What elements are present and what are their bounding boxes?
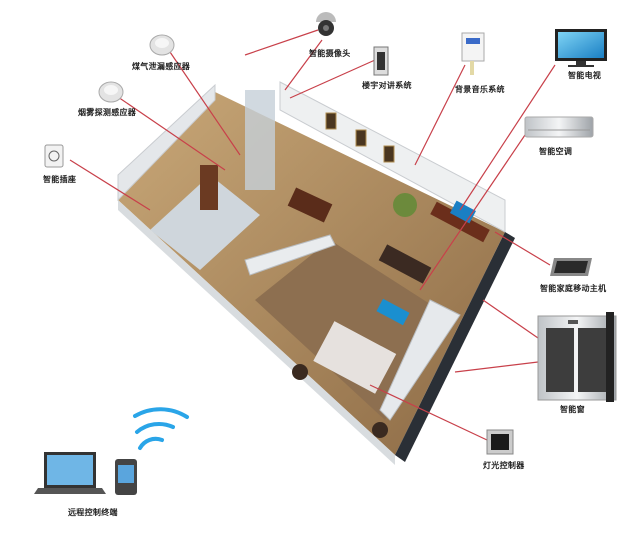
picture-1	[325, 112, 337, 130]
camera-icon	[316, 12, 336, 36]
ac-label: 智能空调	[539, 147, 573, 156]
light-controller-icon	[486, 429, 514, 455]
bed	[313, 321, 397, 394]
line-smoke	[117, 96, 226, 171]
partition-wall	[244, 234, 336, 276]
connector-lines	[69, 29, 556, 441]
line-camera-1	[244, 29, 319, 56]
remote-terminal-label: 远程控制终端	[68, 508, 118, 517]
line-window-1	[482, 299, 539, 339]
hallway-glass	[245, 90, 275, 190]
air-conditioner-icon	[524, 116, 594, 138]
speaker-left	[292, 364, 308, 380]
phone-icon	[115, 459, 137, 495]
line-camera-2	[284, 39, 323, 91]
plant	[393, 193, 417, 217]
intercom-label: 楼宇对讲系统	[362, 81, 412, 90]
picture-2	[355, 129, 367, 147]
tv-cabinet	[430, 201, 490, 243]
smart-window-icon	[537, 312, 617, 402]
partition-wall-2	[379, 299, 461, 421]
line-tv	[459, 64, 556, 211]
smart-window-label: 智能窗	[560, 405, 585, 414]
light-controller-label: 灯光控制器	[483, 461, 525, 470]
smoke-sensor-label: 烟雾探测感应器	[78, 108, 137, 117]
tv-label: 智能电视	[568, 71, 602, 80]
smoke-sensor-icon	[98, 81, 124, 103]
music-panel-icon	[461, 32, 485, 75]
socket-label: 智能插座	[43, 175, 77, 184]
socket-icon	[44, 144, 64, 168]
line-host	[494, 231, 551, 266]
speaker-right	[372, 422, 388, 438]
bathroom-floor	[150, 175, 260, 270]
line-gas	[169, 51, 241, 156]
gas-sensor-label: 煤气泄漏感应器	[132, 62, 191, 71]
intercom-icon	[373, 46, 389, 76]
tv-icon	[555, 29, 607, 67]
mobile-host-label: 智能家庭移动主机	[540, 284, 607, 293]
back-wall-left	[117, 83, 216, 202]
wireless-signal-icon	[133, 407, 189, 450]
dining-table	[287, 187, 333, 223]
camera-label: 智能摄像头	[309, 49, 351, 58]
music-system-label: 背景音乐系统	[455, 85, 505, 94]
line-ac	[419, 134, 526, 291]
gas-sensor-icon	[149, 34, 175, 56]
mobile-host-icon	[550, 258, 592, 276]
front-wall-left	[118, 200, 395, 465]
picture-3	[383, 145, 395, 163]
door	[200, 165, 218, 210]
line-socket	[69, 159, 151, 211]
sofa	[378, 244, 432, 284]
line-light	[369, 384, 488, 441]
front-wall-right	[395, 232, 515, 462]
line-window-2	[454, 361, 539, 373]
apartment-model	[117, 81, 515, 465]
laptop-icon	[34, 452, 106, 494]
line-intercom	[289, 59, 376, 99]
line-music	[414, 64, 466, 166]
bedroom-tv	[376, 298, 410, 326]
